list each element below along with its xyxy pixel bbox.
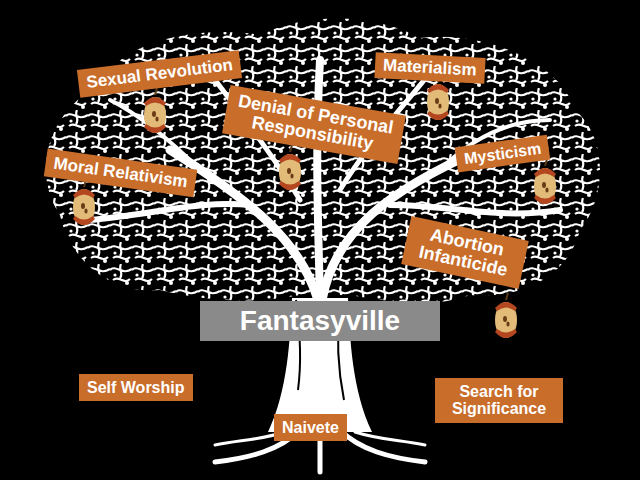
branch-label-box: Naivete — [274, 414, 347, 441]
label-text: Self Worship — [87, 379, 185, 396]
branch-label-box: Self Worship — [79, 374, 193, 401]
branch-label-box: Search for Significance — [435, 378, 563, 423]
label-text: Search for Significance — [441, 383, 557, 418]
center-label-box: Fantasyville — [200, 301, 440, 341]
label-text: Materialism — [383, 57, 477, 80]
label-text: Naivete — [282, 419, 339, 436]
label-text: Fantasyville — [210, 306, 430, 336]
branch-label-box: Materialism — [374, 52, 485, 84]
